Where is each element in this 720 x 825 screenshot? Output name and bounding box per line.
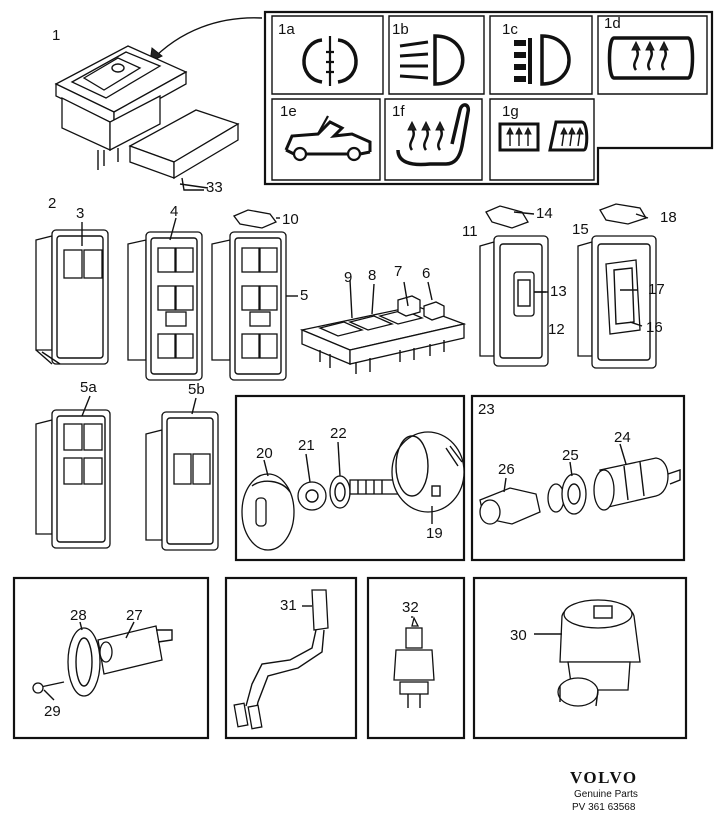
pressure-switch-box bbox=[366, 576, 466, 740]
callout-1c: 1c bbox=[502, 21, 518, 38]
callout-21: 21 bbox=[298, 437, 315, 454]
callout-4: 4 bbox=[170, 203, 178, 220]
callout-10: 10 bbox=[282, 211, 299, 228]
callout-26: 26 bbox=[498, 461, 515, 478]
callout-1b: 1b bbox=[392, 21, 409, 38]
front-rear-defrost-symbol bbox=[498, 120, 589, 152]
callout-20: 20 bbox=[256, 445, 273, 462]
callout-labels: 1 1a 1b 1c 1d 1e 1f 1g 2 3 4 5 5a 5b 6 7… bbox=[44, 15, 677, 720]
callout-14: 14 bbox=[536, 205, 553, 222]
cigarette-lighter-box bbox=[470, 394, 686, 562]
callout-33: 33 bbox=[206, 179, 223, 196]
callout-18: 18 bbox=[660, 209, 677, 226]
fog-lamp-symbol bbox=[302, 36, 358, 86]
rocker-switch-assembly bbox=[54, 17, 263, 191]
callout-5b: 5b bbox=[188, 381, 205, 398]
callout-29: 29 bbox=[44, 703, 61, 720]
callout-9: 9 bbox=[344, 269, 352, 286]
callout-1f: 1f bbox=[392, 103, 405, 120]
callout-1e: 1e bbox=[280, 103, 297, 120]
callout-17: 17 bbox=[648, 281, 665, 298]
callout-25: 25 bbox=[562, 447, 579, 464]
brand-tagline: Genuine Parts bbox=[574, 789, 638, 800]
brand-logo: VOLVO bbox=[570, 768, 638, 787]
callout-1a: 1a bbox=[278, 21, 295, 38]
callout-16: 16 bbox=[646, 319, 663, 336]
callout-32: 32 bbox=[402, 599, 419, 616]
callout-15: 15 bbox=[572, 221, 589, 238]
callout-19: 19 bbox=[426, 525, 443, 542]
callout-5: 5 bbox=[300, 287, 308, 304]
hazard-switch-assembly bbox=[479, 203, 657, 369]
switch-panels-5a-5b bbox=[35, 409, 219, 551]
callout-1g: 1g bbox=[502, 103, 519, 120]
callout-27: 27 bbox=[126, 607, 143, 624]
headlamp-symbol bbox=[399, 34, 465, 86]
position-lamp-symbol bbox=[514, 34, 571, 86]
callout-13: 13 bbox=[550, 283, 567, 300]
callout-2: 2 bbox=[48, 195, 56, 212]
switch-panels-row bbox=[35, 209, 467, 381]
rotary-switch-box bbox=[234, 394, 466, 562]
callout-5a: 5a bbox=[80, 379, 97, 396]
rotary-knob-box bbox=[472, 576, 688, 740]
callout-6: 6 bbox=[422, 265, 430, 282]
callout-23: 23 bbox=[478, 401, 495, 418]
convertible-roof-symbol bbox=[284, 115, 372, 162]
callout-3: 3 bbox=[76, 205, 84, 222]
callout-11: 11 bbox=[462, 223, 478, 240]
heated-seat-symbol bbox=[396, 103, 471, 167]
rear-defrost-symbol bbox=[607, 36, 695, 80]
callout-12: 12 bbox=[548, 321, 565, 338]
brand-footer: VOLVO Genuine Parts PV 361 63568 bbox=[570, 768, 638, 813]
part-code: PV 361 63568 bbox=[572, 802, 636, 813]
callout-1: 1 bbox=[52, 27, 60, 44]
callout-8: 8 bbox=[368, 267, 376, 284]
callout-7: 7 bbox=[394, 263, 402, 280]
callout-22: 22 bbox=[330, 425, 347, 442]
callout-30: 30 bbox=[510, 627, 527, 644]
callout-1d: 1d bbox=[604, 15, 621, 32]
callout-28: 28 bbox=[70, 607, 87, 624]
bulb-holder-box bbox=[12, 576, 210, 740]
callout-24: 24 bbox=[614, 429, 631, 446]
leader-lines bbox=[43, 183, 649, 701]
callout-31: 31 bbox=[280, 597, 297, 614]
symbol-panel bbox=[263, 10, 714, 186]
sensor-cable-box bbox=[224, 576, 358, 740]
